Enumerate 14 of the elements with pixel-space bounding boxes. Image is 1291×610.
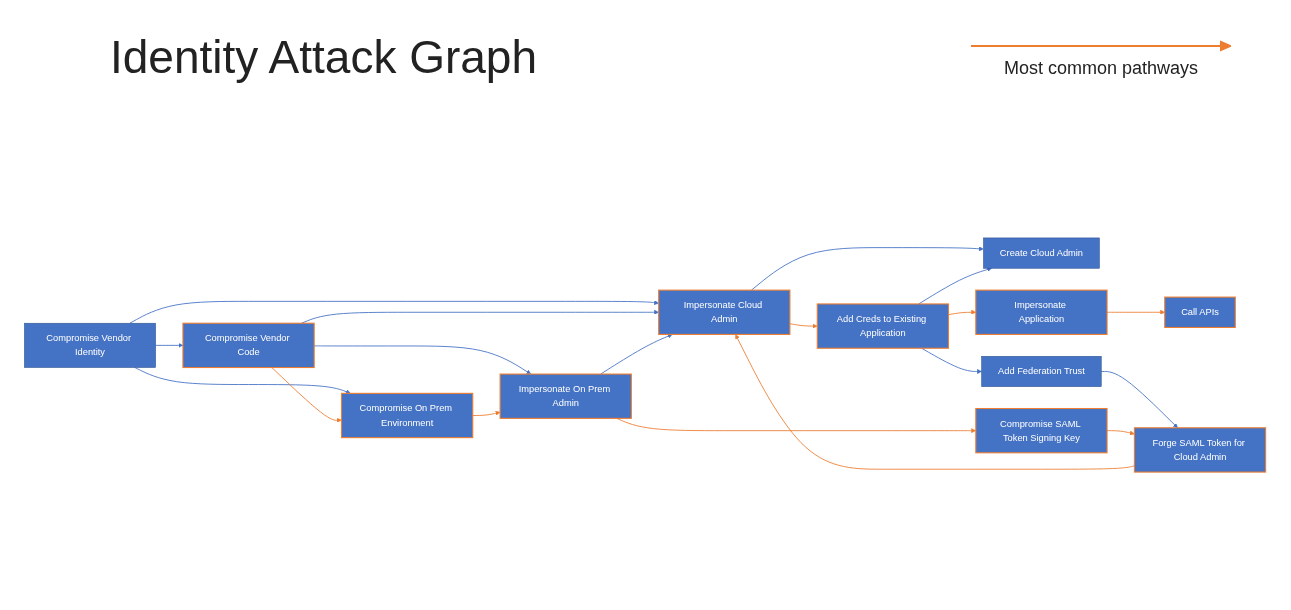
legend-text: Most common pathways <box>1003 58 1199 79</box>
node-box: Call APIs <box>1164 296 1236 328</box>
node-box: Create Cloud Admin <box>983 237 1100 269</box>
node-box: Add Creds to Existing Application <box>816 303 950 349</box>
node-box: Compromise On Prem Environment <box>340 392 474 439</box>
node-box: Compromise Vendor Code <box>182 322 315 369</box>
node-box: Impersonate On Prem Admin <box>499 373 632 419</box>
node-box: Compromise Vendor Identity <box>24 322 156 368</box>
node-box: Impersonate Application <box>975 289 1108 335</box>
node-box: Compromise SAML Token Signing Key <box>975 407 1108 454</box>
node-box: Impersonate Cloud Admin <box>658 289 791 335</box>
node-box: Forge SAML Token for Cloud Admin <box>1133 427 1267 473</box>
node-box: Add Federation Trust <box>981 356 1102 387</box>
title: Identity Attack Graph <box>110 30 537 84</box>
